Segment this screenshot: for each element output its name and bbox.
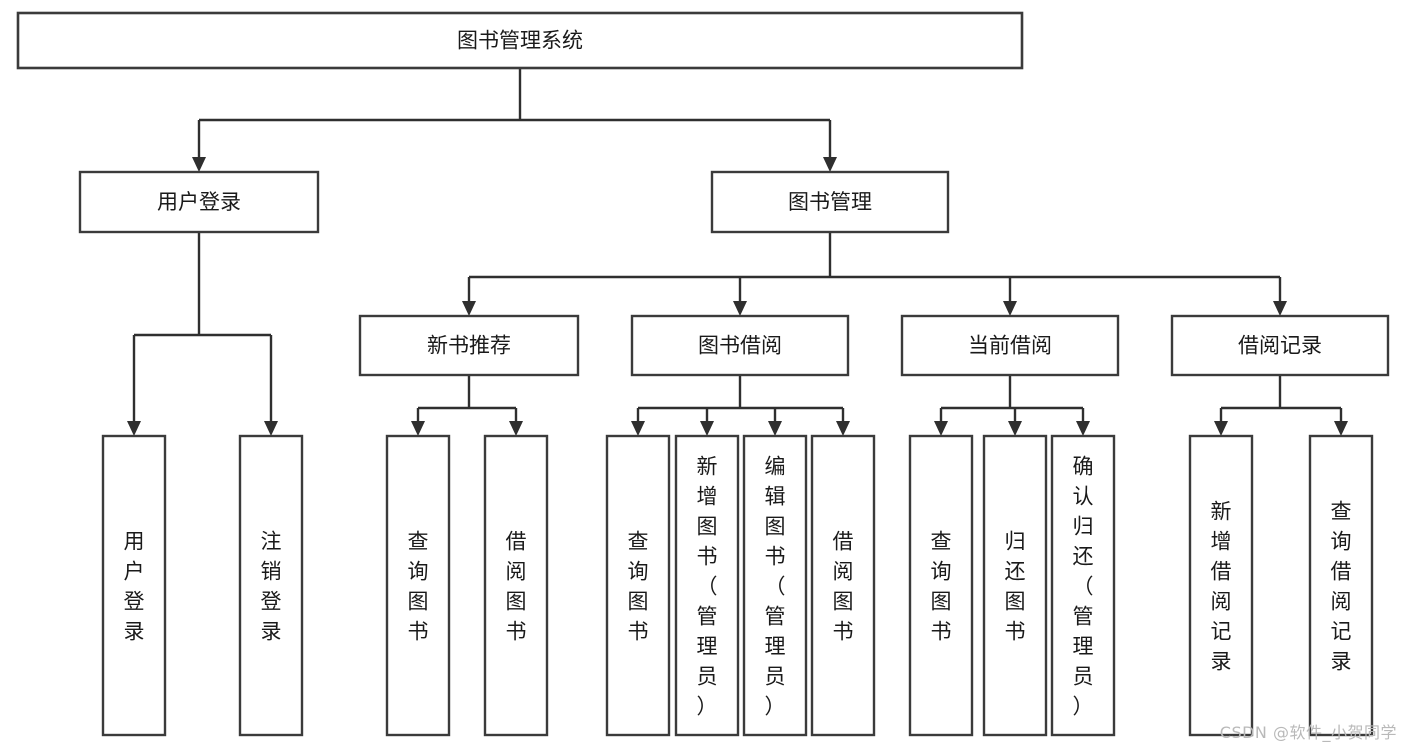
bm-to-current-borrow-arrowhead — [1003, 301, 1017, 316]
node-box-leaf-add-book-admin[interactable] — [674, 434, 740, 737]
book-borrow-to-leaf-borrow-book-2-arrowhead — [836, 421, 850, 436]
node-box-leaf-query-borrow-record[interactable] — [1308, 434, 1374, 737]
node-box-leaf-user-login[interactable] — [101, 434, 167, 737]
node-leaf-return-book[interactable]: 归还图书 — [982, 434, 1048, 737]
node-box-leaf-borrow-book-1[interactable] — [483, 434, 549, 737]
node-box-new-book-recommend[interactable] — [358, 314, 580, 377]
node-label-leaf-query-borrow-record: 查询借阅记录 — [1331, 500, 1352, 674]
node-label-leaf-add-book-admin: 新增图书（管理员） — [697, 455, 718, 719]
bm-to-book-borrow-arrowhead — [733, 301, 747, 316]
node-leaf-add-book-admin[interactable]: 新增图书（管理员） — [674, 434, 740, 737]
node-box-book-management[interactable] — [710, 170, 950, 234]
node-current-borrow[interactable]: 当前借阅 — [900, 314, 1120, 377]
current-borrow-to-leaf-return-book-arrowhead — [1008, 421, 1022, 436]
borrow-record-to-leaf-add-borrow-record-arrowhead — [1214, 421, 1228, 436]
node-box-current-borrow[interactable] — [900, 314, 1120, 377]
node-label-user-login: 用户登录 — [157, 190, 241, 214]
node-box-user-login[interactable] — [78, 170, 320, 234]
bm-to-borrow-record-arrowhead — [1273, 301, 1287, 316]
node-label-leaf-add-borrow-record: 新增借阅记录 — [1211, 500, 1232, 674]
node-new-book-recommend[interactable]: 新书推荐 — [358, 314, 580, 377]
node-box-borrow-record[interactable] — [1170, 314, 1390, 377]
node-leaf-add-borrow-record[interactable]: 新增借阅记录 — [1188, 434, 1254, 737]
node-label-leaf-query-book-2: 查询图书 — [628, 530, 649, 644]
book-borrow-to-leaf-query-book-2-arrowhead — [631, 421, 645, 436]
node-box-leaf-add-borrow-record[interactable] — [1188, 434, 1254, 737]
node-box-leaf-logout-login[interactable] — [238, 434, 304, 737]
root-to-user-login-arrowhead — [192, 157, 206, 172]
node-label-book-borrow: 图书借阅 — [698, 334, 782, 358]
node-book-management[interactable]: 图书管理 — [710, 170, 950, 234]
node-box-leaf-query-book-3[interactable] — [908, 434, 974, 737]
new-book-recommend-to-leaf-borrow-book-1-arrowhead — [509, 421, 523, 436]
node-user-login[interactable]: 用户登录 — [78, 170, 320, 234]
node-box-root[interactable] — [16, 11, 1024, 70]
node-box-leaf-query-book-1[interactable] — [385, 434, 451, 737]
watermark-text: CSDN @软件_小贺同学 — [1219, 723, 1397, 742]
node-leaf-query-book-1[interactable]: 查询图书 — [385, 434, 451, 737]
node-box-book-borrow[interactable] — [630, 314, 850, 377]
node-label-leaf-borrow-book-2: 借阅图书 — [833, 530, 854, 644]
book-borrow-to-leaf-add-book-admin-arrowhead — [700, 421, 714, 436]
node-box-leaf-borrow-book-2[interactable] — [810, 434, 876, 737]
node-label-leaf-borrow-book-1: 借阅图书 — [506, 530, 527, 644]
borrow-record-to-leaf-query-borrow-record-arrowhead — [1334, 421, 1348, 436]
node-leaf-user-login[interactable]: 用户登录 — [101, 434, 167, 737]
node-label-leaf-query-book-1: 查询图书 — [408, 530, 429, 644]
root-to-book-management-arrowhead — [823, 157, 837, 172]
node-label-leaf-query-book-3: 查询图书 — [931, 530, 952, 644]
node-label-book-management: 图书管理 — [788, 190, 872, 214]
node-book-borrow[interactable]: 图书借阅 — [630, 314, 850, 377]
node-label-leaf-edit-book-admin: 编辑图书（管理员） — [765, 455, 786, 719]
node-box-leaf-query-book-2[interactable] — [605, 434, 671, 737]
node-leaf-query-borrow-record[interactable]: 查询借阅记录 — [1308, 434, 1374, 737]
node-box-leaf-confirm-return-admin[interactable] — [1050, 434, 1116, 737]
node-leaf-edit-book-admin[interactable]: 编辑图书（管理员） — [742, 434, 808, 737]
node-leaf-query-book-3[interactable]: 查询图书 — [908, 434, 974, 737]
current-borrow-to-leaf-confirm-return-admin-arrowhead — [1076, 421, 1090, 436]
node-box-leaf-return-book[interactable] — [982, 434, 1048, 737]
node-leaf-query-book-2[interactable]: 查询图书 — [605, 434, 671, 737]
node-label-leaf-return-book: 归还图书 — [1005, 530, 1026, 644]
node-label-new-book-recommend: 新书推荐 — [427, 334, 511, 358]
user-login-to-leaf-logout-login-arrowhead — [264, 421, 278, 436]
node-label-leaf-logout-login: 注销登录 — [261, 530, 282, 644]
node-root[interactable]: 图书管理系统 — [16, 11, 1024, 70]
node-label-current-borrow: 当前借阅 — [968, 334, 1052, 358]
book-borrow-to-leaf-edit-book-admin-arrowhead — [768, 421, 782, 436]
node-leaf-confirm-return-admin[interactable]: 确认归还（管理员） — [1050, 434, 1116, 737]
node-leaf-borrow-book-2[interactable]: 借阅图书 — [810, 434, 876, 737]
node-box-leaf-edit-book-admin[interactable] — [742, 434, 808, 737]
new-book-recommend-to-leaf-query-book-1-arrowhead — [411, 421, 425, 436]
node-leaf-logout-login[interactable]: 注销登录 — [238, 434, 304, 737]
user-login-to-leaf-user-login-arrowhead — [127, 421, 141, 436]
node-label-root: 图书管理系统 — [457, 29, 583, 53]
node-borrow-record[interactable]: 借阅记录 — [1170, 314, 1390, 377]
node-label-leaf-confirm-return-admin: 确认归还（管理员） — [1073, 455, 1094, 719]
node-leaf-borrow-book-1[interactable]: 借阅图书 — [483, 434, 549, 737]
bm-to-new-book-recommend-arrowhead — [462, 301, 476, 316]
node-label-borrow-record: 借阅记录 — [1238, 334, 1322, 358]
node-label-leaf-user-login: 用户登录 — [124, 530, 145, 644]
current-borrow-to-leaf-query-book-3-arrowhead — [934, 421, 948, 436]
